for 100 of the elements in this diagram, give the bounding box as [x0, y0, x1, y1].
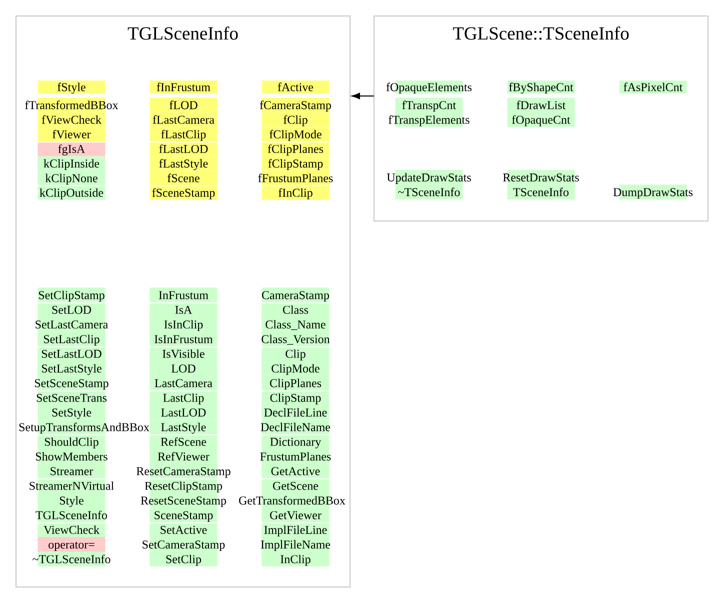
- member-cell: fLastClip: [150, 126, 218, 142]
- member-cell: SetupTransformsAndBBox: [19, 420, 150, 434]
- member-cell: RefScene: [150, 435, 218, 450]
- member-cell: fLOD: [150, 98, 218, 112]
- node-label: GetScene: [273, 482, 318, 490]
- node-label: IsInFrustum: [154, 335, 213, 344]
- member-cell: ShowMembers: [36, 449, 108, 464]
- member-cell: fOpaqueCnt: [507, 112, 575, 127]
- member-cell: fOpaqueElements: [386, 80, 472, 94]
- member-cell: IsA: [150, 303, 218, 317]
- member-cell: ShouldClip: [38, 435, 106, 450]
- node-label: StreamerNVirtual: [30, 481, 114, 490]
- member-cell: InFrustum: [150, 288, 218, 302]
- member-cell: SetSceneTrans: [36, 391, 107, 406]
- member-cell: LastStyle: [150, 420, 218, 434]
- node-label: SetLastClip: [44, 334, 100, 346]
- node-label: fSceneStamp: [152, 188, 215, 200]
- member-cell: SetLastStyle: [38, 361, 106, 376]
- member-cell: fgIsA: [38, 142, 106, 156]
- node-label: IsVisible: [162, 349, 204, 358]
- member-cell: SetClipStamp: [38, 288, 106, 302]
- node-label: TSceneInfo: [513, 188, 569, 196]
- node-label: RefScene: [160, 437, 206, 446]
- member-cell: SetLastLOD: [38, 347, 106, 361]
- node-label: GetTransformedBBox: [239, 496, 346, 505]
- member-cell: fLastLOD: [150, 142, 218, 156]
- node-label: GetActive: [271, 467, 320, 476]
- node-label: kClipInside: [44, 159, 100, 170]
- member-cell: LastLOD: [150, 405, 218, 420]
- member-cell: fStyle: [38, 80, 106, 94]
- member-cell: kClipOutside: [38, 186, 106, 200]
- node-label: fFrustumPlanes: [258, 174, 333, 182]
- node-label: DeclFileLine: [264, 408, 327, 417]
- node-label: InFrustum: [158, 291, 208, 300]
- node-label: Dictionary: [270, 438, 322, 448]
- member-cell: GetTransformedBBox: [239, 493, 346, 508]
- member-cell: Class: [262, 303, 330, 317]
- node-label: UpdateDrawStats: [386, 173, 471, 184]
- node-label: fViewer: [52, 130, 91, 138]
- node-label: fLastClip: [161, 130, 206, 141]
- node-label: ViewCheck: [44, 525, 100, 534]
- node-label: LastClip: [163, 393, 204, 404]
- member-cell: ViewCheck: [38, 523, 106, 538]
- member-cell: fViewCheck: [38, 112, 106, 127]
- member-cell: TSceneInfo: [507, 184, 575, 200]
- member-cell: SceneStamp: [150, 508, 218, 522]
- node-label: Class_Name: [266, 320, 326, 330]
- member-cell: LOD: [150, 361, 218, 376]
- member-cell: Clip: [262, 347, 330, 361]
- member-cell: fLastCamera: [150, 112, 218, 127]
- member-cell: ImplFileName: [260, 537, 330, 552]
- member-cell: TGLSceneInfo: [36, 508, 108, 522]
- member-cell: kClipNone: [38, 170, 106, 186]
- member-cell: fDrawList: [507, 98, 575, 112]
- node-label: ResetDrawStats: [503, 173, 579, 182]
- member-cell: IsInClip: [150, 317, 218, 332]
- member-cell: ResetDrawStats: [503, 170, 579, 185]
- node-label: SceneStamp: [154, 511, 213, 522]
- node-label: FrustumPlanes: [260, 452, 331, 461]
- member-cell: CameraStamp: [262, 288, 330, 302]
- node-label: RefViewer: [158, 452, 210, 461]
- node-label: Streamer: [50, 467, 94, 476]
- member-cell: SetLastCamera: [36, 317, 108, 332]
- member-cell: IsVisible: [150, 347, 218, 361]
- member-cell: Class_Version: [262, 332, 330, 346]
- node-label: SetupTransformsAndBBox: [19, 422, 150, 434]
- node-label: CameraStamp: [262, 291, 330, 302]
- member-cell: GetViewer: [262, 508, 330, 522]
- node-label: fLastStyle: [159, 159, 208, 170]
- member-cell: fClipPlanes: [262, 142, 330, 156]
- node-label: GetViewer: [270, 511, 322, 520]
- node-label: ~TSceneInfo: [398, 188, 460, 196]
- node-label: DeclFileName: [260, 422, 330, 432]
- member-cell: fViewer: [38, 126, 106, 142]
- node-label: ClipStamp: [270, 393, 321, 404]
- member-cell: ~TSceneInfo: [395, 184, 463, 200]
- member-cell: fClip: [262, 112, 330, 127]
- node-label: IsInClip: [164, 320, 203, 331]
- member-cell: RefViewer: [150, 449, 218, 464]
- node-label: LOD: [172, 364, 196, 373]
- member-cell: fActive: [262, 80, 330, 94]
- member-cell: Class_Name: [262, 317, 330, 332]
- node-label: fDrawList: [516, 100, 566, 110]
- member-cell: StreamerNVirtual: [30, 479, 114, 494]
- member-cell: SetLastClip: [38, 332, 106, 346]
- node-label: fLastLOD: [159, 144, 208, 154]
- node-label: SetLastCamera: [36, 320, 108, 329]
- node-label: ClipMode: [272, 364, 320, 375]
- member-cell: fScene: [150, 170, 218, 186]
- member-cell: fTranspCnt: [395, 98, 463, 112]
- node-label: SetLOD: [52, 306, 92, 314]
- member-cell: fTransformedBBox: [25, 98, 118, 112]
- node-label: SetSceneTrans: [36, 394, 107, 402]
- node-label: SetClipStamp: [38, 290, 104, 302]
- node-label: ResetSceneStamp: [140, 496, 226, 508]
- node-label: fClipPlanes: [268, 144, 324, 156]
- member-cell: fTranspElements: [388, 112, 470, 127]
- member-cell: GetScene: [262, 479, 330, 494]
- node-label: fClipMode: [270, 130, 322, 141]
- member-cell: fInFrustum: [150, 80, 218, 94]
